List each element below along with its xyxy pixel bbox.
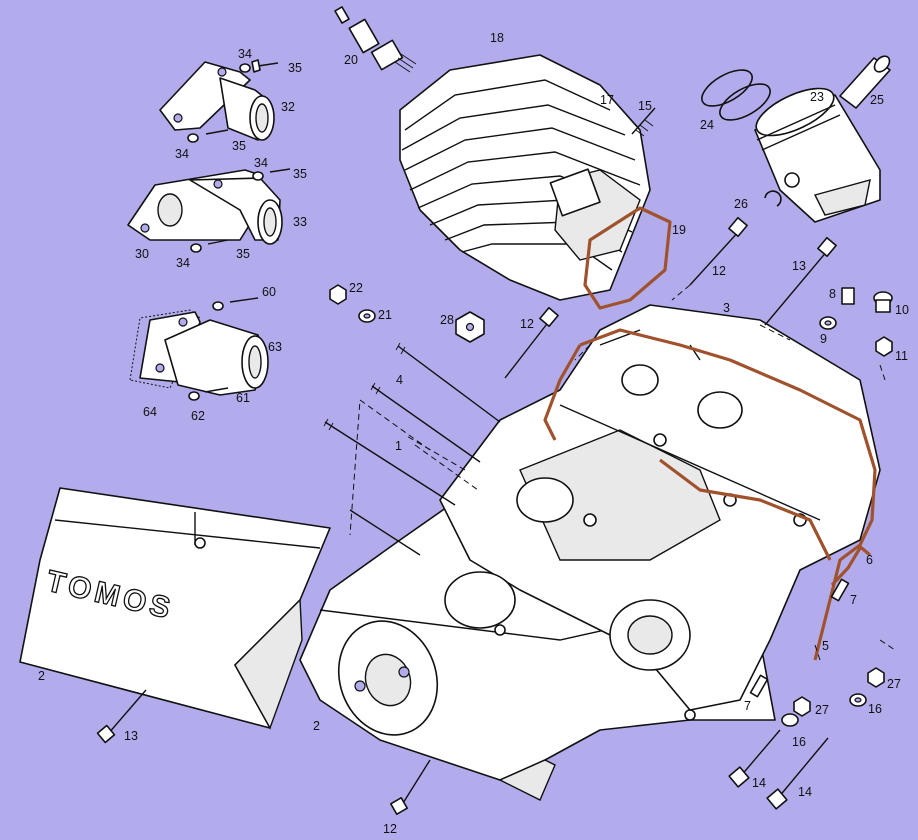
callout-13-upper: 13 [792,259,806,273]
callout-27-a: 27 [815,703,829,717]
callout-12-bottom: 12 [383,822,397,836]
callout-22: 22 [349,281,363,295]
callout-1: 1 [395,439,402,453]
callout-2-right: 2 [313,719,320,733]
callout-6: 6 [866,553,873,567]
callout-60: 60 [262,285,276,299]
gasket-tail [830,547,862,587]
callout-32: 32 [281,100,295,114]
callout-16-b: 16 [868,702,882,716]
callout-11: 11 [895,349,908,363]
small-hardware [329,284,893,727]
bolt-14-a [728,729,781,788]
callout-21: 21 [378,308,392,322]
callout-3: 3 [723,301,730,315]
bolt-12-upper [689,216,748,286]
bolt-13-bottom [96,689,147,744]
callout-15: 15 [638,99,652,113]
callout-18: 18 [490,31,504,45]
callout-8: 8 [829,287,836,301]
callout-26: 26 [734,197,748,211]
callout-9: 9 [820,332,827,346]
callout-62: 62 [191,409,205,423]
callout-34-c: 34 [254,156,268,170]
callout-33: 33 [293,215,307,229]
callout-34-d: 34 [176,256,190,270]
piston-ring-1 [701,69,753,107]
intake-manifold-63 [129,309,269,396]
callout-24: 24 [700,118,714,132]
callout-labels: 1 2 2 3 4 5 6 7 7 8 9 10 11 12 12 12 13 … [38,31,909,836]
callout-34-b: 34 [175,147,189,161]
callout-20: 20 [344,53,358,67]
callout-61: 61 [236,391,250,405]
callout-30: 30 [135,247,149,261]
callout-5: 5 [822,639,829,653]
callout-28: 28 [440,313,454,327]
callout-17: 17 [600,93,614,107]
bolt-12-bottom [390,759,431,815]
manifold-fasteners [187,59,291,401]
callout-12-upper: 12 [712,264,726,278]
callout-63: 63 [268,340,282,354]
callout-2-left: 2 [38,669,45,683]
callout-35-d: 35 [236,247,250,261]
callout-35-b: 35 [232,139,246,153]
callout-35-c: 35 [293,167,307,181]
circlip [764,190,782,207]
piston-ring-2 [719,83,771,121]
spark-plug [334,6,417,73]
callout-23: 23 [810,90,824,104]
callout-34-a: 34 [238,47,252,61]
callout-16-a: 16 [792,735,806,749]
callout-64: 64 [143,405,157,419]
tie-rods [323,342,501,556]
leader-lines [349,284,896,661]
piston-pin [839,55,891,109]
callout-19: 19 [672,223,686,237]
callout-35-a: 35 [288,61,302,75]
bolt-13-long [764,236,837,326]
side-cover-left: TOMOS [19,487,331,730]
callout-27-b: 27 [887,677,901,691]
callout-10: 10 [895,303,909,317]
bolt-12-middle [504,306,559,379]
piston [754,87,881,223]
cylinder [399,54,651,301]
bolt-14-b [766,737,829,810]
callout-25: 25 [870,93,884,107]
callout-14-b: 14 [798,785,812,799]
callout-14-a: 14 [752,776,766,790]
callout-12-middle: 12 [520,317,534,331]
callout-13-bottom: 13 [124,729,138,743]
crankcase-gasket [543,328,877,661]
cylinder-stud [631,107,656,137]
cylinder-base-gasket [583,206,672,310]
intake-manifold-33 [127,169,283,245]
callout-4: 4 [396,373,403,387]
intake-manifold-32 [159,61,275,141]
callout-7-right: 7 [850,593,857,607]
callout-7-lower: 7 [744,699,751,713]
